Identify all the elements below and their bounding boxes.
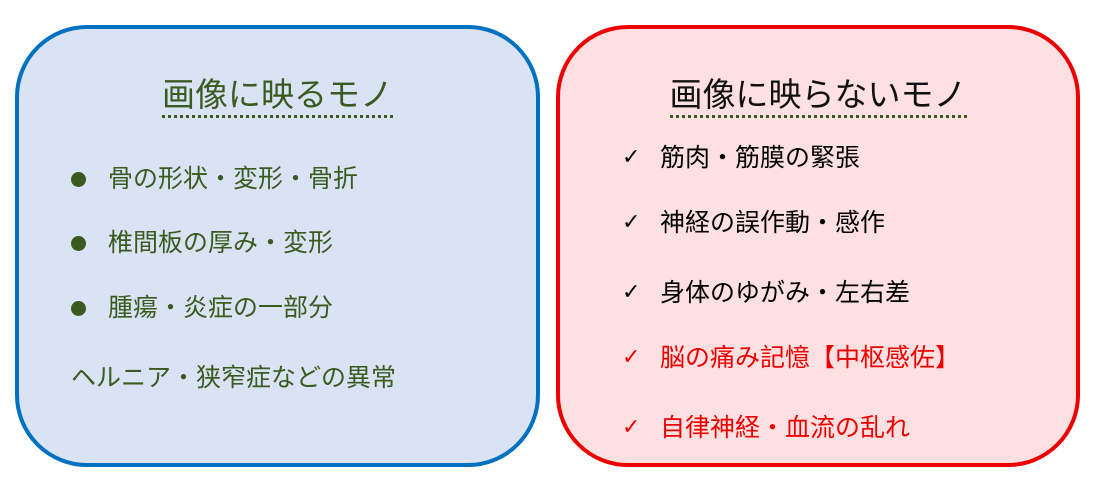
bullet-icon: [71, 236, 86, 251]
item-text: ヘルニア・狭窄症などの異常: [71, 363, 397, 392]
item-text: 筋肉・筋膜の緊張: [660, 143, 861, 172]
list-item: ✓ 身体のゆがみ・左右差: [622, 277, 911, 309]
list-item: ヘルニア・狭窄症などの異常: [71, 362, 396, 394]
title-text: 画像に映らないモノ: [669, 75, 967, 118]
list-item: ✓ 筋肉・筋膜の緊張: [622, 142, 861, 174]
list-item-highlight: ✓ 自律神経・血流の乱れ: [622, 412, 911, 444]
item-text: 腫瘍・炎症の一部分: [108, 293, 334, 322]
panel-title: 画像に映らないモノ: [560, 73, 1076, 118]
list-item: 腫瘍・炎症の一部分: [71, 292, 334, 324]
title-text: 画像に映るモノ: [162, 75, 393, 118]
panel-title: 画像に映るモノ: [19, 73, 536, 118]
list-item-highlight: ✓ 脳の痛み記憶【中枢感佐】: [622, 342, 961, 374]
item-text: 身体のゆがみ・左右差: [660, 278, 911, 307]
item-text: 椎間板の厚み・変形: [108, 228, 334, 257]
check-icon: ✓: [622, 415, 641, 440]
item-text: 脳の痛み記憶【中枢感佐】: [660, 343, 961, 372]
list-item: 骨の形状・変形・骨折: [71, 163, 359, 195]
item-text: 自律神経・血流の乱れ: [660, 413, 911, 442]
check-icon: ✓: [622, 210, 641, 235]
list-item: 椎間板の厚み・変形: [71, 227, 334, 259]
check-icon: ✓: [622, 280, 641, 305]
visible-things-panel: 画像に映るモノ 骨の形状・変形・骨折 椎間板の厚み・変形 腫瘍・炎症の一部分 ヘ…: [15, 25, 540, 467]
item-text: 神経の誤作動・感作: [660, 208, 886, 237]
bullet-icon: [71, 301, 86, 316]
check-icon: ✓: [622, 345, 641, 370]
item-text: 骨の形状・変形・骨折: [108, 164, 359, 193]
check-icon: ✓: [622, 145, 641, 170]
invisible-things-panel: 画像に映らないモノ ✓ 筋肉・筋膜の緊張 ✓ 神経の誤作動・感作 ✓ 身体のゆがみ・左…: [556, 25, 1080, 467]
list-item: ✓ 神経の誤作動・感作: [622, 207, 886, 239]
bullet-icon: [71, 172, 86, 187]
